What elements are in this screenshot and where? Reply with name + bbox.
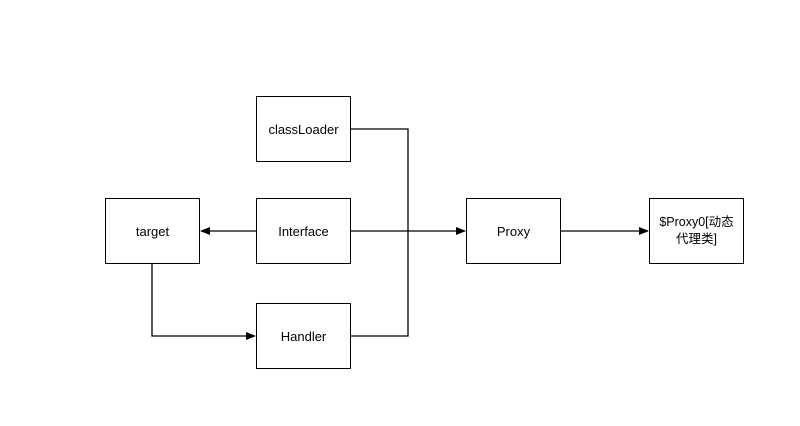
node-proxy0-class: $Proxy0[动态代理类]	[649, 198, 744, 264]
edge-classloader-to-trunk	[351, 128, 409, 231]
node-target-label: target	[135, 223, 170, 239]
edge-handler-to-trunk	[351, 231, 409, 337]
node-classloader: classLoader	[256, 96, 351, 162]
node-proxy-label: Proxy	[496, 223, 531, 239]
node-target: target	[105, 198, 200, 264]
node-interface-label: Interface	[278, 223, 329, 239]
node-handler: Handler	[256, 303, 351, 369]
node-proxy0-class-label: $Proxy0[动态代理类]	[659, 215, 734, 246]
node-classloader-label: classLoader	[268, 121, 339, 137]
edge-target-to-handler	[151, 264, 256, 340]
node-proxy: Proxy	[466, 198, 561, 264]
node-handler-label: Handler	[280, 328, 327, 344]
node-interface: Interface	[256, 198, 351, 264]
